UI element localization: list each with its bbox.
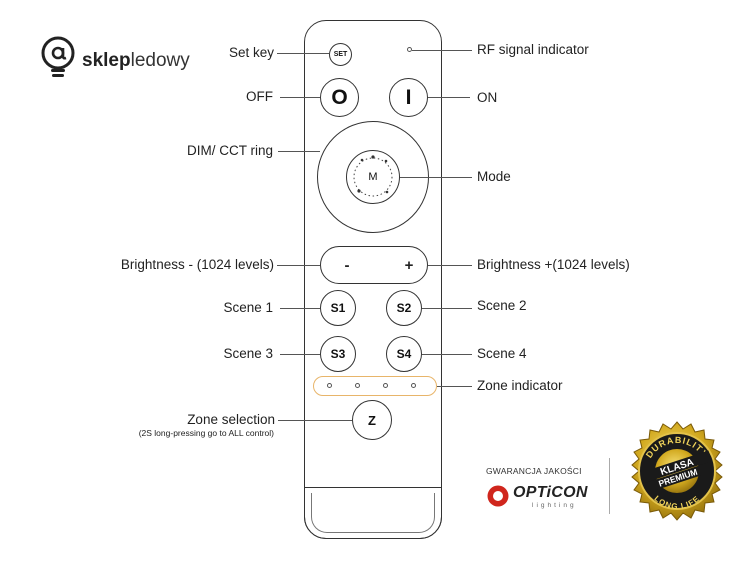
premium-seal-badge: DURABILITY LONG LIFE KLASA PREMIUM — [631, 421, 723, 521]
scene-4-leader — [422, 354, 472, 355]
mode-dots-icon — [353, 155, 393, 197]
opticon-logo: OPTiCON lighting — [486, 482, 596, 510]
set-key-label: Set key — [228, 45, 274, 60]
zone-led-2 — [355, 383, 360, 388]
brand-logo: sklepledowy — [40, 36, 215, 82]
brightness-minus-label: Brightness - (1024 levels) — [120, 257, 274, 272]
scene-3-button[interactable]: S3 — [320, 336, 356, 372]
zone-led-4 — [411, 383, 416, 388]
brightness-plus-leader — [428, 265, 472, 266]
zone-button[interactable]: Z — [352, 400, 392, 440]
zone-indicator-label: Zone indicator — [477, 378, 563, 393]
zone-selection-label: Zone selection — [187, 412, 275, 427]
scene-3-leader — [280, 354, 320, 355]
scene-4-button[interactable]: S4 — [386, 336, 422, 372]
rf-indicator-label: RF signal indicator — [477, 42, 589, 57]
opticon-brand: OPTiCON — [513, 484, 588, 501]
zone-led-1 — [327, 383, 332, 388]
zone-led-3 — [383, 383, 388, 388]
mode-label: Mode — [477, 169, 511, 184]
zone-indicator-leader — [437, 386, 472, 387]
dim-cct-ring-label: DIM/ CCT ring — [186, 143, 273, 158]
guarantee-caption: GWARANCJA JAKOŚCI — [486, 466, 582, 476]
dim-cct-ring-leader — [278, 151, 320, 152]
scene-4-label: Scene 4 — [477, 346, 527, 361]
scene-2-label: Scene 2 — [477, 298, 527, 313]
on-leader — [428, 97, 470, 98]
on-label: ON — [477, 90, 498, 105]
remote-bottom-inner — [311, 493, 435, 533]
scene-1-button[interactable]: S1 — [320, 290, 356, 326]
divider — [609, 458, 610, 514]
rf-indicator-leader — [412, 50, 472, 51]
set-key-leader — [277, 53, 329, 54]
brightness-minus-leader — [277, 265, 320, 266]
off-leader — [280, 97, 320, 98]
scene-2-leader — [422, 308, 472, 309]
scene-3-label: Scene 3 — [223, 346, 273, 361]
scene-2-button[interactable]: S2 — [386, 290, 422, 326]
opticon-ring-icon — [487, 485, 509, 507]
rf-indicator-dot — [407, 47, 412, 52]
scene-1-leader — [280, 308, 320, 309]
off-button[interactable]: O — [320, 78, 359, 117]
brand-light: ledowy — [130, 50, 190, 71]
mode-button[interactable]: M — [346, 150, 400, 204]
brightness-minus-button[interactable]: - — [344, 256, 350, 274]
remote-bottom-section — [304, 487, 442, 539]
brightness-plus-button[interactable]: + — [404, 256, 414, 274]
mode-leader — [400, 177, 472, 178]
brand-bold: sklep — [82, 50, 131, 71]
opticon-sub: lighting — [532, 502, 577, 509]
off-label: OFF — [246, 89, 273, 104]
zone-selection-note: (2S long-pressing go to ALL control) — [138, 428, 274, 438]
on-button[interactable]: I — [389, 78, 428, 117]
brightness-rocker — [320, 246, 428, 284]
zone-indicator-strip — [313, 376, 437, 396]
scene-1-label: Scene 1 — [223, 300, 273, 315]
brightness-plus-label: Brightness +(1024 levels) — [477, 257, 630, 272]
lightbulb-at-icon — [41, 36, 75, 77]
set-button[interactable]: SET — [329, 43, 352, 66]
zone-selection-leader — [278, 420, 352, 421]
